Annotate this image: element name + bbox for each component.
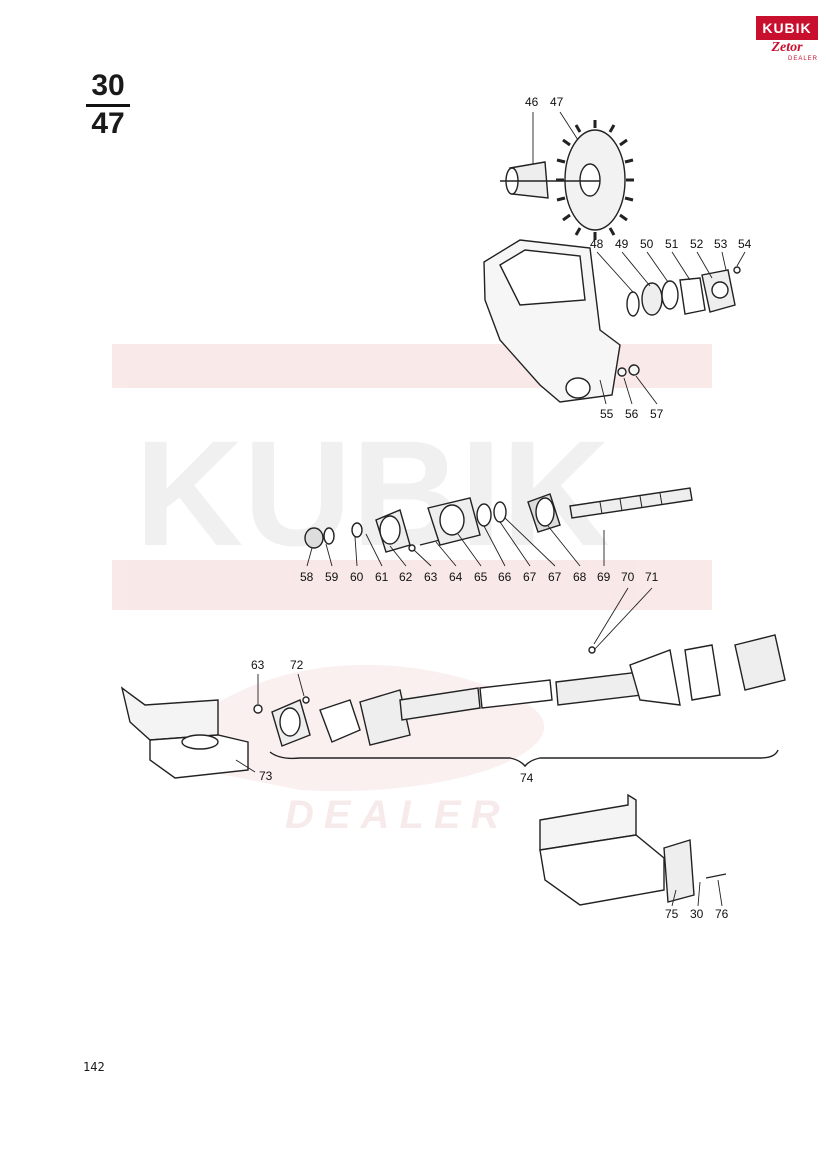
- universal-joint-front: [319, 699, 361, 743]
- callout-72: 72: [290, 658, 304, 672]
- watermark-band-top: [112, 344, 712, 388]
- callout-67: 67: [523, 570, 537, 584]
- part-50-ring: [661, 280, 679, 310]
- callout-49: 49: [615, 237, 629, 251]
- universal-joint-rear: [684, 644, 721, 701]
- gear-assembly: [500, 120, 634, 240]
- callout-64: 64: [449, 570, 463, 584]
- logo-zetor-text: Zetor: [771, 40, 803, 55]
- bearing-stack: [626, 266, 741, 317]
- part-76-bolt: [705, 873, 727, 879]
- callout-61: 61: [375, 570, 389, 584]
- part-49-bearing: [641, 282, 663, 316]
- section-fraction: 30 47: [86, 70, 130, 140]
- callout-65: 65: [474, 570, 488, 584]
- tube-rear: [555, 671, 643, 706]
- housing-bore: [565, 377, 591, 399]
- callout-68: 68: [573, 570, 587, 584]
- watermark-word: KUBIK: [135, 409, 610, 577]
- callout-46: 46: [525, 95, 539, 109]
- cardan-shaft: [253, 634, 786, 768]
- yoke-front: [359, 689, 411, 746]
- pto-shaft-assembly: [304, 487, 693, 553]
- callout-76: 76: [715, 907, 729, 921]
- tube-mid: [479, 679, 553, 709]
- rear-bracket-flange: [734, 634, 786, 691]
- guard-75: [539, 793, 727, 906]
- callout-66: 66: [498, 570, 512, 584]
- part-48: [626, 291, 640, 317]
- logo-dealer-text: DEALER: [787, 56, 818, 62]
- part-60-ring: [351, 522, 363, 538]
- callout-67-second: 67: [548, 570, 562, 584]
- part-56-washer: [617, 367, 627, 377]
- gear-hub: [579, 163, 601, 197]
- callout-30: 30: [690, 907, 704, 921]
- callout-59: 59: [325, 570, 339, 584]
- callout-60: 60: [350, 570, 364, 584]
- page-number: 142: [83, 1060, 105, 1074]
- callout-53: 53: [714, 237, 728, 251]
- gear-teeth: [556, 120, 634, 240]
- callout-55: 55: [600, 407, 614, 421]
- callout-75: 75: [665, 907, 679, 921]
- callout-52: 52: [690, 237, 704, 251]
- callout-70: 70: [621, 570, 635, 584]
- tube-front: [399, 687, 481, 721]
- fraction-denominator: 47: [91, 107, 125, 140]
- callout-47: 47: [550, 95, 564, 109]
- callout-48: 48: [590, 237, 604, 251]
- part-63-bolt: [408, 544, 416, 552]
- part-59-washer: [323, 527, 335, 545]
- part-57-bolt: [628, 364, 640, 376]
- fraction-numerator: 30: [91, 69, 125, 102]
- part-66-seal: [476, 503, 492, 527]
- callout-57: 57: [650, 407, 664, 421]
- callout-58: 58: [300, 570, 314, 584]
- callout-69: 69: [597, 570, 611, 584]
- callout-73: 73: [259, 769, 273, 783]
- callout-63: 63: [424, 570, 438, 584]
- watermark-dealer: DEALER: [285, 793, 509, 837]
- callout-54: 54: [738, 237, 752, 251]
- part-70-grease-nipple: [588, 646, 596, 654]
- fraction-bar: [86, 104, 130, 107]
- part-54-bolt: [733, 266, 741, 274]
- callout-74: 74: [520, 771, 534, 785]
- logo-kubik-text: KUBIK: [756, 16, 818, 40]
- gearbox-housing: [483, 239, 640, 403]
- guard-73: [120, 686, 249, 779]
- part-51-gasket: [679, 277, 706, 315]
- part-72-bolt: [302, 696, 310, 704]
- callout-63-lower: 63: [251, 658, 265, 672]
- callout-62: 62: [399, 570, 413, 584]
- part-64-pin: [419, 539, 441, 546]
- bracket-74-span: [269, 749, 779, 768]
- kubik-zetor-logo: KUBIK Zetor DEALER: [756, 16, 818, 68]
- part-67-ring: [493, 501, 507, 523]
- leader-lines: [235, 111, 746, 907]
- part-69-shaft: [569, 487, 693, 519]
- callout-labels: 46 47 48 49 50 51 52 53 54 55 56 57 58 5…: [251, 95, 752, 921]
- callout-51: 51: [665, 237, 679, 251]
- callout-50: 50: [640, 237, 654, 251]
- callout-71: 71: [645, 570, 659, 584]
- part-63-nut: [253, 704, 263, 714]
- yoke-rear: [629, 649, 681, 706]
- watermark-band-bottom: [112, 560, 712, 610]
- callout-56: 56: [625, 407, 639, 421]
- part-58-nut: [304, 527, 324, 549]
